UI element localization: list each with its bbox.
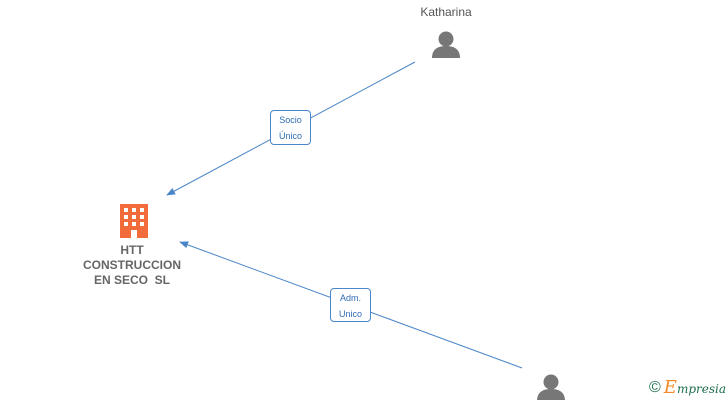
empresia-logo: © Empresia: [649, 377, 726, 398]
person-icon[interactable]: [537, 374, 565, 400]
person-icon[interactable]: [432, 31, 460, 59]
edge-label-line: Unico: [338, 309, 362, 319]
edge-label-socio-unico: Socio Único: [270, 110, 311, 145]
edge-label-adm-unico: Adm. Unico: [330, 288, 371, 322]
brand-wordmark: Empresia: [663, 377, 726, 398]
company-name-line: HTT: [120, 243, 144, 257]
company-name-label[interactable]: HTT CONSTRUCCION EN SECO SL: [70, 243, 194, 288]
copyright-symbol: ©: [649, 378, 661, 396]
edge-label-line: Socio: [279, 115, 302, 125]
edge-label-line: Adm.: [339, 293, 361, 303]
edge-label-line: Único: [278, 131, 302, 141]
company-name-line: CONSTRUCCION: [83, 258, 181, 272]
company-name-line: EN SECO SL: [93, 273, 170, 287]
person-name-label[interactable]: Katharina: [420, 5, 472, 19]
building-icon[interactable]: [120, 204, 148, 238]
